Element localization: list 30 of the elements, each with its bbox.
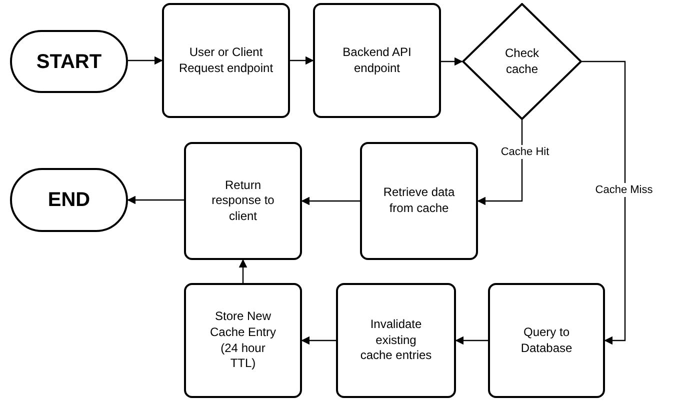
arrow bbox=[455, 336, 488, 345]
node-label: Retrieve data from cache bbox=[382, 185, 456, 217]
arrow bbox=[441, 57, 463, 66]
process-box bbox=[488, 283, 605, 398]
arrow bbox=[127, 196, 184, 204]
node-label: START bbox=[35, 50, 103, 74]
node-label: Return response to client bbox=[210, 178, 276, 224]
node-label: Store New Cache Entry (24 hour TTL) bbox=[208, 309, 278, 372]
arrow bbox=[301, 336, 336, 345]
node-label: User or Client Request endpoint bbox=[178, 44, 274, 76]
process-box bbox=[184, 283, 302, 398]
edge-label: Cache Hit bbox=[498, 145, 552, 159]
decision-diamond bbox=[462, 3, 582, 120]
edge-label: Cache Miss bbox=[593, 183, 655, 197]
arrow bbox=[582, 60, 626, 345]
process-box bbox=[360, 142, 478, 260]
arrow bbox=[128, 56, 163, 65]
process-box bbox=[162, 3, 290, 118]
arrow bbox=[238, 259, 248, 283]
process-box bbox=[336, 283, 456, 398]
node-label: Check cache bbox=[504, 46, 540, 78]
node-label: Invalidate existing cache entries bbox=[359, 317, 433, 364]
node-label: END bbox=[46, 188, 92, 213]
node-label: Backend API endpoint bbox=[342, 44, 412, 76]
process-box bbox=[184, 142, 302, 260]
arrow bbox=[477, 120, 523, 206]
process-box bbox=[313, 3, 441, 118]
node-label: Query to Database bbox=[520, 324, 574, 356]
arrow bbox=[301, 196, 360, 206]
arrow bbox=[290, 56, 314, 65]
